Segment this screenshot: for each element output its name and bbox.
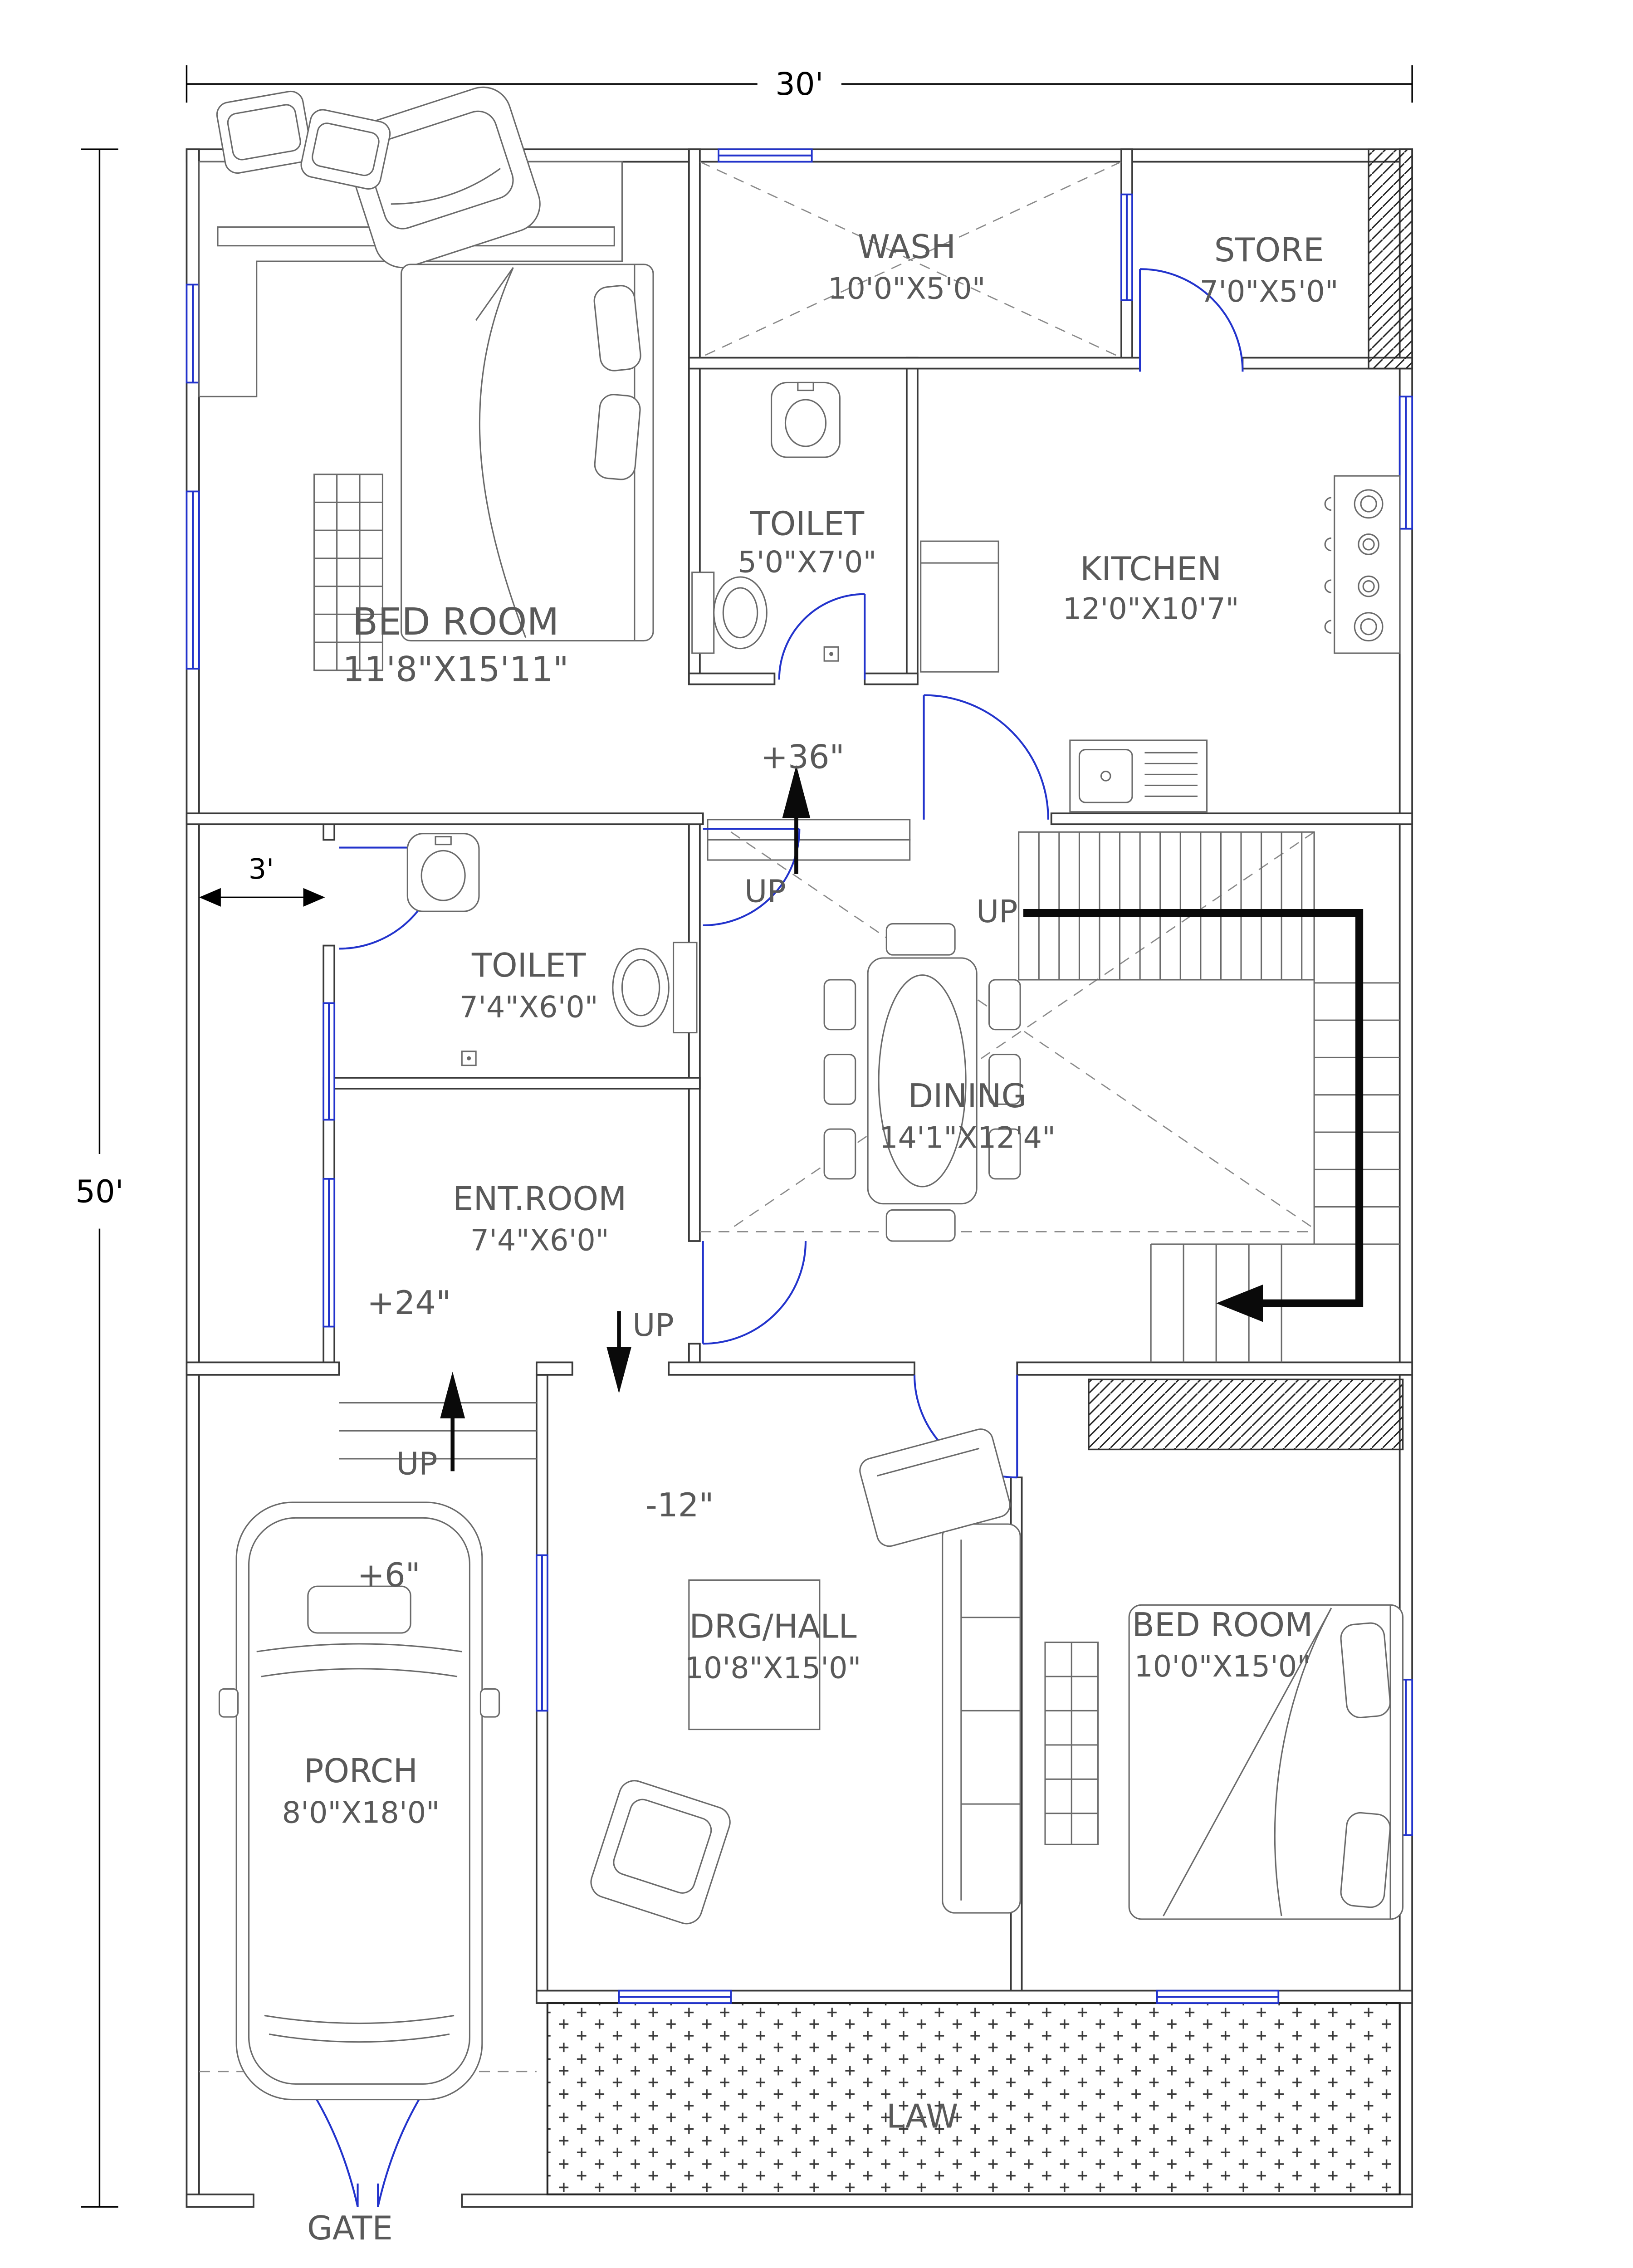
- level-ent: +24": [367, 1284, 451, 1322]
- room-size-ent-room: 7'4"X6'0": [470, 1224, 609, 1258]
- armchair: [300, 109, 391, 190]
- window: [323, 1178, 336, 1328]
- hall-furniture: [590, 1428, 1021, 1925]
- room-label-porch: PORCH: [304, 1752, 418, 1790]
- down-arrow-hall: [606, 1347, 631, 1393]
- window: [186, 490, 200, 670]
- room-size-bedroom-bottom: 10'0"X15'0": [1134, 1650, 1310, 1684]
- dim-top-label: 30': [775, 66, 823, 103]
- bedroom-top-furniture: [198, 86, 654, 671]
- level-arrows: [440, 765, 811, 1471]
- labels: 30' 50' 3' WASH 10'0"X5'0" STORE 7'0"X5'…: [75, 66, 1339, 2247]
- toilet-wc: [612, 942, 698, 1034]
- room-label-ent-room: ENT.ROOM: [453, 1179, 626, 1217]
- room-label-bedroom-bottom: BED ROOM: [1132, 1606, 1313, 1644]
- kitchen-fixtures: [920, 475, 1401, 813]
- up-label-stairs: UP: [976, 894, 1018, 930]
- dresser: [313, 474, 383, 671]
- stair-treads-upper-flight: [1038, 832, 1303, 980]
- hatched-wall-pier: [1368, 148, 1413, 370]
- armchair: [590, 1780, 731, 1925]
- up-label-hall: UP: [632, 1307, 674, 1344]
- stair-direction-arrowhead: [1216, 1285, 1263, 1322]
- room-label-kitchen: KITCHEN: [1080, 550, 1222, 588]
- room-label-store: STORE: [1214, 231, 1324, 269]
- room-size-wash: 10'0"X5'0": [828, 272, 986, 306]
- window: [1156, 1989, 1280, 2004]
- dining-table: [867, 957, 978, 1205]
- bed: [401, 264, 654, 642]
- window: [186, 284, 200, 384]
- fridge: [920, 540, 999, 673]
- dining-furniture: [823, 923, 1021, 1242]
- up-label-porch: UP: [396, 1446, 438, 1482]
- car: [218, 1501, 500, 2101]
- sofa-sectional: [859, 1428, 1021, 1914]
- wash-basin: [771, 381, 841, 458]
- toilet-top-fixtures: [691, 381, 841, 662]
- dining-chairs: [823, 923, 1021, 1242]
- room-label-drg-hall: DRG/HALL: [689, 1607, 856, 1645]
- kitchen-door: [923, 694, 1049, 820]
- room-size-porch: 8'0"X18'0": [282, 1796, 440, 1830]
- car-sunroof: [307, 1585, 411, 1634]
- stove: [1324, 475, 1401, 654]
- room-label-bedroom-top: BED ROOM: [352, 601, 559, 644]
- up-label-landing: UP: [744, 874, 786, 910]
- dresser: [1044, 1642, 1099, 1845]
- room-size-toilet-mid: 7'4"X6'0": [460, 990, 598, 1024]
- toilet-top-door: [778, 593, 866, 680]
- wash-basin: [406, 833, 480, 912]
- room-label-gate: GATE: [307, 2209, 393, 2247]
- window: [1398, 396, 1413, 530]
- level-landing: +36": [761, 738, 845, 776]
- kitchen-sink: [1069, 739, 1208, 813]
- ent-room-door: [702, 1241, 807, 1345]
- window: [1120, 193, 1133, 301]
- window: [535, 1554, 548, 1712]
- room-size-bedroom-top: 11'8"X15'11": [342, 650, 568, 689]
- bed: [1128, 1604, 1404, 1920]
- center-table: [688, 1579, 821, 1730]
- bedroom-bottom-furniture: [1044, 1604, 1404, 1920]
- up-arrow-porch: [440, 1372, 465, 1418]
- car-mirror-right: [479, 1688, 500, 1718]
- store-door: [1139, 268, 1244, 372]
- level-hall: -12": [645, 1486, 714, 1524]
- room-size-store: 7'0"X5'0": [1200, 275, 1339, 309]
- room-label-wash: WASH: [858, 228, 956, 266]
- toilet-mid-fixtures: [406, 833, 698, 1066]
- windows: [186, 148, 1413, 2004]
- room-size-drg-hall: 10'8"X15'0": [685, 1651, 861, 1685]
- window: [618, 1989, 732, 2004]
- room-size-dining: 14'1"X12'4": [879, 1121, 1056, 1155]
- dimension-lines: [81, 65, 1413, 2208]
- room-label-lawn: LAW: [886, 2097, 958, 2135]
- up-arrow-landing: [782, 765, 811, 818]
- room-size-kitchen: 12'0"X10'7": [1063, 592, 1239, 626]
- window: [323, 1002, 336, 1121]
- staircase: [1018, 831, 1400, 1363]
- sofa: [345, 86, 541, 269]
- room-label-toilet-top: TOILET: [750, 504, 865, 543]
- floor-drain: [461, 1051, 477, 1066]
- level-porch: +6": [357, 1556, 420, 1594]
- dim-passage-label: 3': [249, 853, 274, 885]
- floor-drain: [823, 646, 839, 662]
- dim-left-label: 50': [75, 1173, 123, 1210]
- room-label-toilet-mid: TOILET: [471, 946, 586, 984]
- armchair: [216, 90, 312, 174]
- window: [718, 148, 813, 163]
- room-size-toilet-top: 5'0"X7'0": [738, 546, 876, 580]
- room-label-dining: DINING: [908, 1077, 1027, 1115]
- understair-wardrobe-hatch: [1088, 1378, 1404, 1451]
- car-mirror-left: [218, 1688, 239, 1718]
- stair-direction-line: [1023, 909, 1364, 1307]
- lawn-area: [546, 2002, 1401, 2195]
- toilet-wc: [691, 572, 768, 654]
